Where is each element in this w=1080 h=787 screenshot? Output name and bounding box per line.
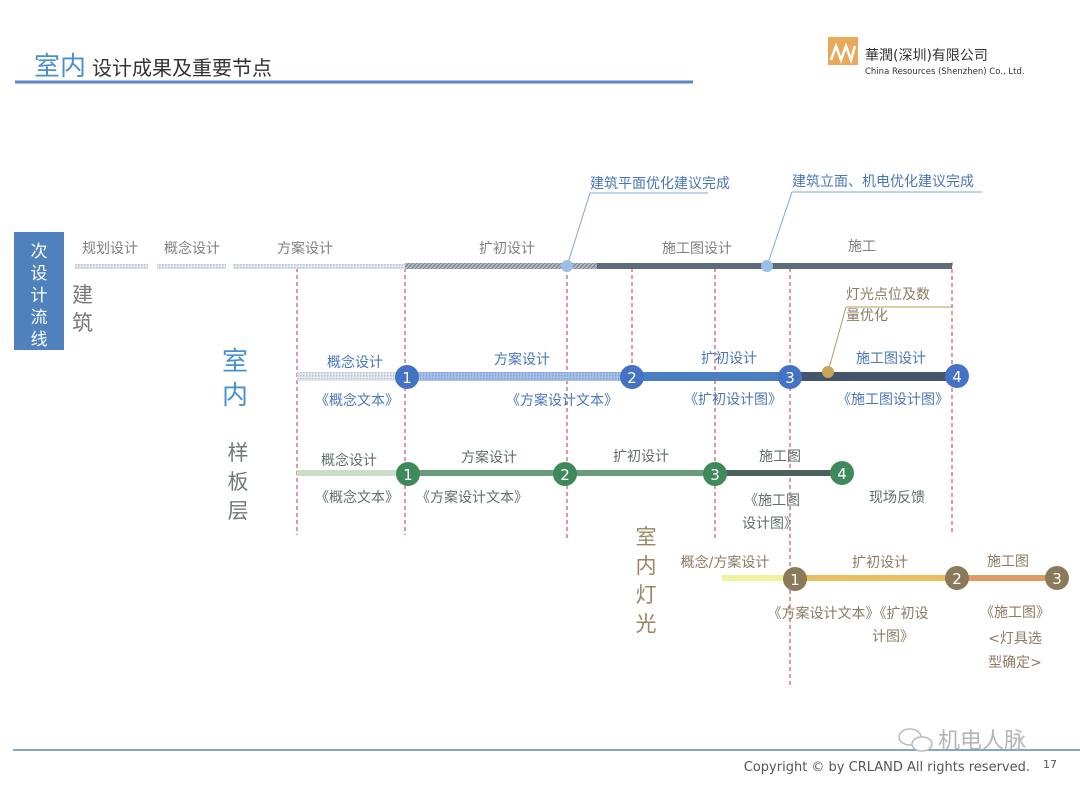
lighting-label: 光: [636, 612, 657, 636]
architecture-label: 建: [72, 283, 93, 307]
arch-phase: 施工图设计: [662, 241, 732, 257]
sample-deliverable: 《方案设计文本》: [416, 489, 528, 506]
title-accent: 室内: [34, 52, 86, 82]
lighting-label: 室: [636, 525, 657, 549]
lighting-deliverable: 《方案设计文本》《扩初设: [768, 605, 929, 622]
sample-node: 1: [403, 466, 413, 484]
watermark: 机电人脉: [938, 729, 1026, 754]
side-box-char: 设: [31, 264, 48, 284]
sample-floor-label: 样: [228, 441, 249, 465]
lighting-deliverable: <灯具选: [988, 631, 1042, 647]
arch-phase: 概念设计: [164, 240, 220, 257]
interior-phase: 施工图设计: [856, 351, 926, 367]
arch-phase: 规划设计: [82, 241, 138, 257]
company-name-en: China Resources (Shenzhen) Co., Ltd.: [865, 67, 1025, 77]
sample-deliverable: 设计图》: [742, 516, 798, 532]
lighting-node: 2: [952, 570, 962, 588]
interior-node: 3: [785, 369, 795, 387]
arch-segment-scheme: [233, 264, 405, 269]
sample-deliverable: 《施工图: [744, 493, 800, 509]
arch-phase: 方案设计: [277, 240, 333, 257]
lighting-deliverable: 计图》: [872, 629, 914, 645]
arch-callout: 建筑立面、机电优化建议完成: [792, 174, 974, 190]
interior-deliverable: 《施工图设计图》: [837, 392, 949, 408]
interior-deliverable: 《概念文本》: [315, 392, 399, 409]
lighting-deliverable: 型确定>: [988, 655, 1042, 671]
arch-callout: 建筑平面优化建议完成: [590, 176, 730, 192]
arch-phase: 扩初设计: [479, 240, 535, 257]
lighting-phase: 概念/方案设计: [681, 554, 770, 571]
sample-feedback: 现场反馈: [869, 490, 925, 506]
interior-phase: 扩初设计: [701, 350, 757, 367]
arch-segment-planning: [75, 264, 148, 269]
page-number: 17: [1043, 758, 1057, 771]
sample-deliverable: 《概念文本》: [315, 489, 399, 506]
milestone-dot: [561, 260, 573, 272]
interior-node: 2: [627, 369, 637, 387]
lighting-label: 内: [636, 554, 657, 578]
lighting-node: 1: [790, 571, 800, 589]
lighting-callout: 灯光点位及数: [846, 287, 930, 303]
arch-segment-preliminary: [405, 263, 597, 269]
lighting-label: 灯: [636, 583, 657, 607]
sample-floor-label: 层: [228, 499, 249, 523]
side-box-char: 次: [31, 242, 48, 262]
side-box-char: 流: [31, 308, 48, 328]
arch-segment-concept: [157, 264, 226, 269]
sample-phase: 概念设计: [321, 452, 377, 469]
lighting-phase: 扩初设计: [852, 554, 908, 571]
lighting-nodes: 1 2 3: [783, 566, 1069, 591]
lighting-callout: 量优化: [846, 308, 888, 324]
milestone-dot: [761, 260, 773, 272]
interior-timeline: [297, 372, 957, 381]
interior-deliverable: 《扩初设计图》: [684, 391, 782, 408]
lighting-timeline: [722, 575, 1057, 581]
sample-phase: 施工图: [759, 449, 801, 465]
sample-node: 3: [710, 466, 720, 484]
sample-phase: 方案设计: [461, 449, 517, 466]
lighting-node: 3: [1052, 570, 1062, 588]
lighting-milestone-dot: [822, 366, 834, 378]
interior-deliverable: 《方案设计文本》: [506, 392, 618, 409]
interior-nodes: 1 2 3 4: [395, 364, 969, 389]
wechat-icon: [898, 728, 933, 752]
company-logo: [828, 37, 858, 65]
sample-phase: 扩初设计: [613, 448, 669, 465]
sample-floor-nodes: 1 2 3 4: [396, 461, 854, 486]
interior-label: 内: [222, 381, 248, 411]
architecture-timeline: [75, 263, 952, 269]
lighting-phase: 施工图: [987, 554, 1029, 570]
callout-leader: [766, 191, 982, 267]
arch-phase: 施工: [848, 239, 876, 255]
interior-phase: 方案设计: [494, 351, 550, 368]
lighting-deliverable: 《施工图》: [980, 605, 1050, 621]
page-title: 设计成果及重要节点: [92, 56, 272, 80]
sample-node: 2: [560, 466, 570, 484]
interior-label: 室: [222, 347, 248, 377]
copyright: Copyright © by CRLAND All rights reserve…: [744, 760, 1030, 775]
callout-leader: [566, 192, 708, 267]
arch-segment-construction: [597, 263, 952, 269]
lighting-callout-leader: [827, 306, 952, 373]
architecture-label: 筑: [72, 311, 93, 335]
design-flow-box: [14, 232, 64, 350]
interior-phase: 概念设计: [327, 354, 383, 371]
sample-node: 4: [837, 465, 847, 483]
company-name-cn: 華潤(深圳)有限公司: [865, 48, 988, 64]
side-box-char: 线: [31, 330, 48, 350]
interior-node: 1: [402, 369, 412, 387]
side-box-char: 计: [31, 286, 48, 306]
sample-floor-label: 板: [228, 470, 249, 494]
interior-node: 4: [952, 368, 962, 386]
